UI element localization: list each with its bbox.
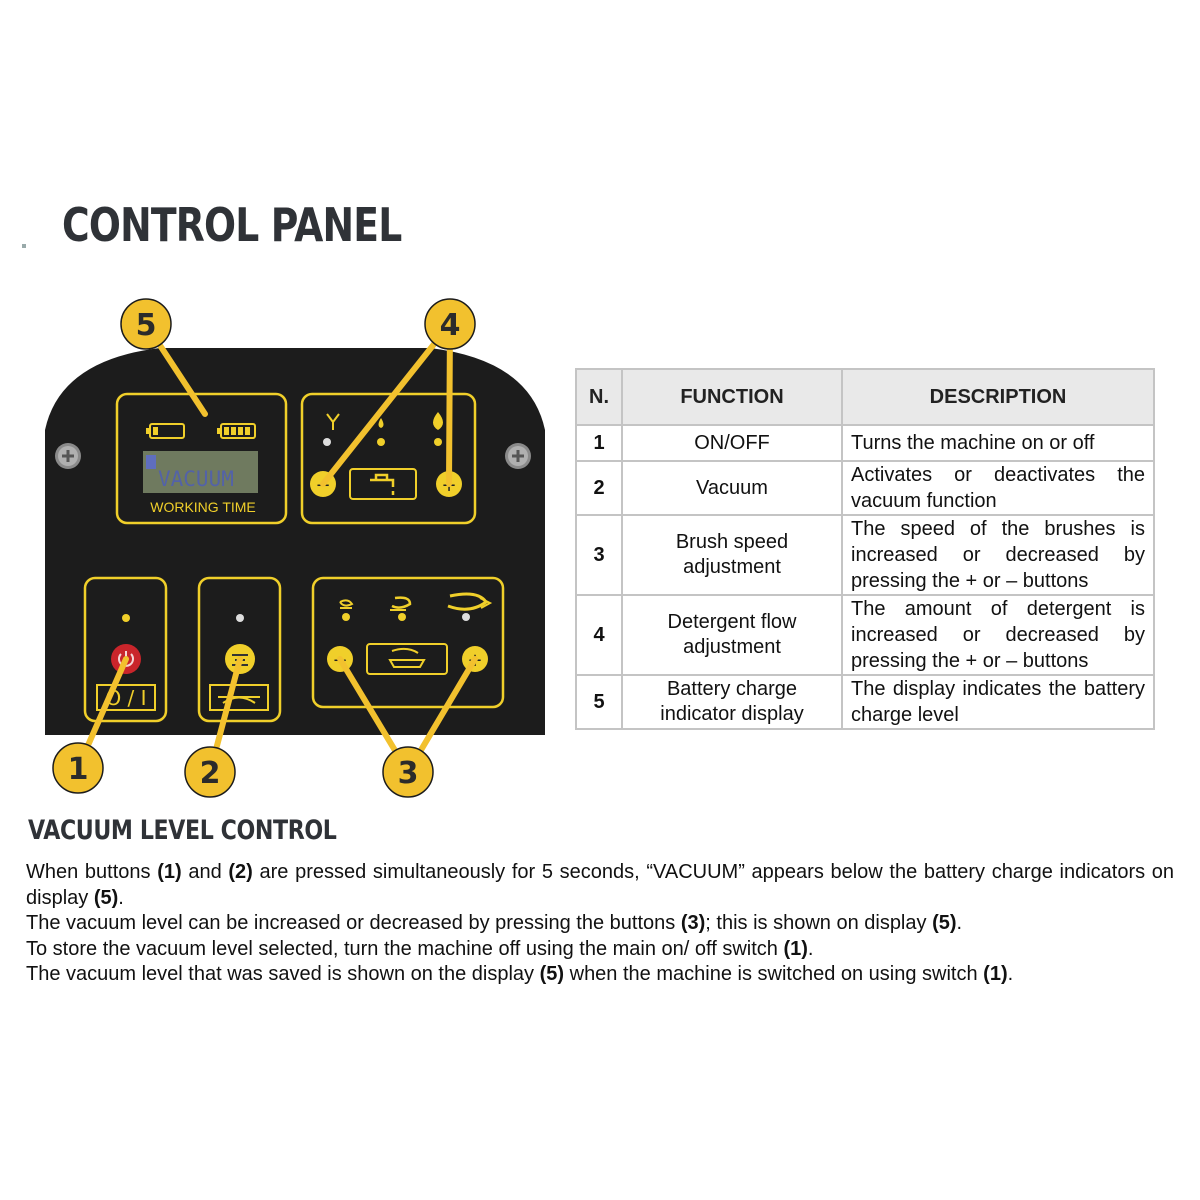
svg-text:5: 5 [136, 308, 157, 343]
brush-speed-mid-icon [390, 596, 412, 621]
row-number: 3 [575, 514, 623, 596]
row-description: The display indicates the battery charge… [841, 674, 1155, 730]
callout-badge-5: 5 [120, 298, 172, 350]
detergent-module [300, 392, 477, 525]
table-header-row: N. FUNCTION DESCRIPTION [575, 368, 1155, 426]
battery-low-icon [146, 423, 185, 439]
svg-text:2: 2 [200, 756, 221, 791]
detergent-off-icon [323, 413, 340, 446]
brush-speed-low-icon [339, 599, 354, 621]
paragraph-4: The vacuum level that was saved is shown… [26, 963, 1014, 986]
onoff-switch-label-box [96, 684, 156, 711]
instructions-text: When buttons (1) and (2) are pressed sim… [26, 860, 1174, 988]
row-number: 5 [575, 674, 623, 730]
row-description: The speed of the brushes is increased or… [841, 514, 1155, 596]
row-description: The amount of detergent is increased or … [841, 594, 1155, 676]
vacuum-led-icon [236, 614, 244, 622]
callout-line-4b [446, 321, 453, 487]
table-row: 5 Battery charge indicator display The d… [575, 674, 1155, 730]
row-number: 2 [575, 460, 623, 516]
header-n: N. [575, 368, 623, 426]
table-row: 1 ON/OFF Turns the machine on or off [575, 424, 1155, 462]
decorative-dot [22, 244, 26, 248]
display-label: WORKING TIME [150, 499, 256, 515]
row-function: Battery charge indicator display [621, 674, 843, 730]
screw-left-icon [55, 443, 81, 469]
callout-line-4a [320, 321, 453, 487]
battery-full-icon [217, 423, 256, 439]
drop-large-icon [433, 412, 443, 446]
brush-head-icon [366, 643, 448, 675]
callout-badge-3: 3 [382, 746, 434, 798]
page-title: CONTROL PANEL [62, 198, 402, 252]
table-row: 3 Brush speed adjustment The speed of th… [575, 514, 1155, 596]
onoff-led-icon [122, 614, 130, 622]
panel-body [45, 348, 545, 735]
row-function: Brush speed adjustment [621, 514, 843, 596]
onoff-module [83, 576, 168, 723]
vacuum-module [197, 576, 282, 723]
callout-badge-1: 1 [52, 742, 104, 794]
table-row: 2 Vacuum Activates or deactivates the va… [575, 460, 1155, 516]
lcd-screen [143, 451, 258, 493]
svg-text:1: 1 [68, 752, 89, 787]
row-number: 4 [575, 594, 623, 676]
row-number: 1 [575, 424, 623, 462]
svg-text:3: 3 [398, 756, 419, 791]
paragraph-2: The vacuum level can be increased or dec… [26, 912, 963, 935]
tap-icon [349, 468, 417, 500]
callout-badge-2: 2 [184, 746, 236, 798]
section-heading: VACUUM LEVEL CONTROL [28, 815, 337, 846]
row-function: ON/OFF [621, 424, 843, 462]
display-module [115, 392, 288, 525]
lcd-bar-icon [146, 455, 156, 469]
svg-text:4: 4 [440, 308, 461, 343]
table-row: 4 Detergent flow adjustment The amount o… [575, 594, 1155, 676]
control-panel-illustration: VACUUM WORKING TIME − + O / I [45, 298, 545, 798]
brush-speed-high-icon [447, 592, 493, 621]
screw-right-icon [505, 443, 531, 469]
callout-badge-4: 4 [424, 298, 476, 350]
row-function: Vacuum [621, 460, 843, 516]
paragraph-1: When buttons (1) and (2) are pressed sim… [26, 861, 1175, 909]
header-description: DESCRIPTION [841, 368, 1155, 426]
paragraph-3: To store the vacuum level selected, turn… [26, 937, 814, 960]
drop-small-icon [377, 418, 385, 446]
lcd-text: VACUUM [158, 467, 234, 491]
function-table: N. FUNCTION DESCRIPTION 1 ON/OFF Turns t… [575, 368, 1155, 730]
header-function: FUNCTION [621, 368, 843, 426]
row-function: Detergent flow adjustment [621, 594, 843, 676]
row-description: Activates or deactivates the vacuum func… [841, 460, 1155, 516]
brush-module [311, 576, 505, 709]
row-description: Turns the machine on or off [841, 424, 1155, 462]
